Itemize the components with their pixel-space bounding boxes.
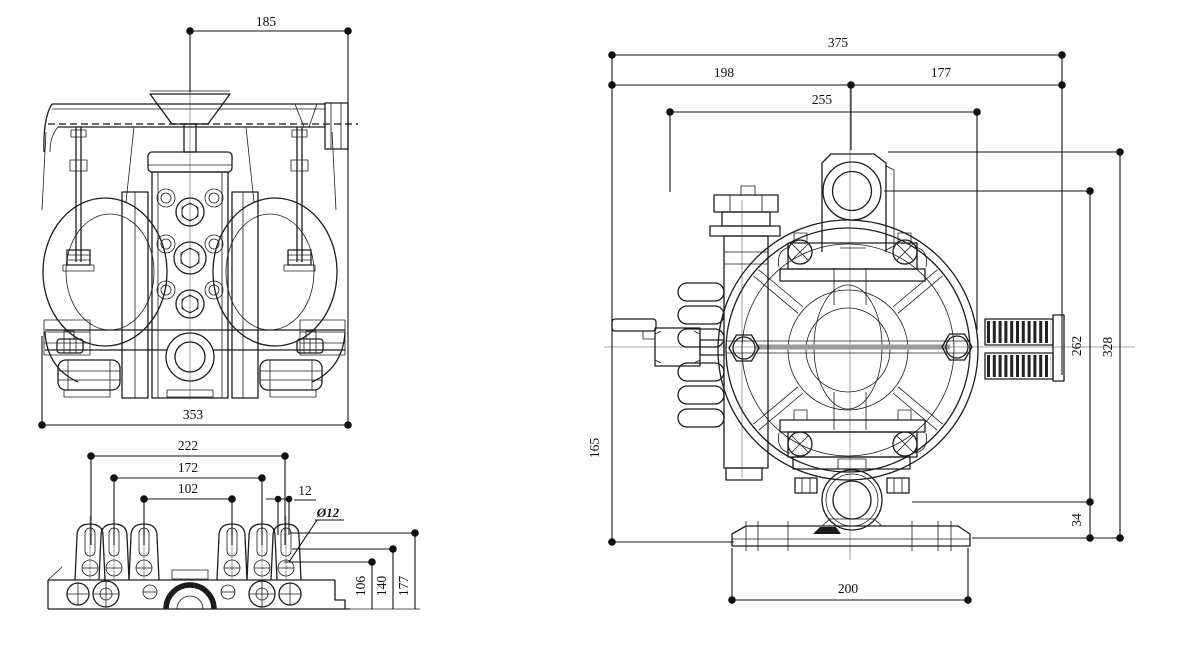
suction-port-boss <box>165 332 215 382</box>
dim-label-106: 106 <box>353 576 368 597</box>
bottom-clamp-band <box>778 409 927 458</box>
dim-label-262: 262 <box>1069 336 1084 356</box>
discharge-manifold <box>43 102 358 153</box>
tie-rod-left <box>62 127 95 272</box>
dim-label-222: 222 <box>178 438 198 453</box>
center-valve-column <box>147 151 233 399</box>
dim-label-dia12: Ø12 <box>316 505 340 520</box>
pump-casing <box>717 219 979 481</box>
tie-rod-right <box>283 127 316 272</box>
suction-port <box>792 456 911 531</box>
dim-label-34: 34 <box>1069 513 1084 527</box>
center-arch <box>163 582 217 610</box>
mounting-feet <box>57 359 323 398</box>
ball-valve <box>611 318 725 367</box>
dim-label-200: 200 <box>838 581 859 596</box>
dim-label-255: 255 <box>812 92 833 107</box>
side-view-dimensions: 375 198 177 255 262 328 34 165 <box>587 35 1124 604</box>
front-view-dimensions: 185 353 <box>38 14 352 429</box>
base-rail <box>47 566 420 610</box>
hex-bolt-right <box>941 333 973 361</box>
hex-bolt-left <box>728 334 760 362</box>
top-clamp-band <box>778 232 927 282</box>
dim-label-177-side: 177 <box>931 65 952 80</box>
air-valve-assembly <box>611 185 781 481</box>
plan-view-dimensions: 222 172 102 12 Ø12 106 140 177 <box>87 438 419 609</box>
dim-label-185: 185 <box>256 14 277 29</box>
discharge-port <box>821 153 895 252</box>
side-flange-plates <box>121 191 259 399</box>
dim-label-198: 198 <box>714 65 735 80</box>
threaded-connector <box>984 314 1065 382</box>
discharge-flange <box>324 102 349 150</box>
base-plate <box>731 518 971 551</box>
plan-view: 222 172 102 12 Ø12 106 140 177 <box>47 438 420 610</box>
dim-label-172: 172 <box>178 460 198 475</box>
dim-label-165: 165 <box>587 438 602 459</box>
dim-label-353: 353 <box>183 407 204 422</box>
side-view: 375 198 177 255 262 328 34 165 <box>587 35 1135 604</box>
suction-manifold <box>43 319 346 383</box>
dim-label-375: 375 <box>828 35 849 50</box>
muffler-fins <box>677 282 725 428</box>
dim-label-328: 328 <box>1100 337 1115 358</box>
dim-label-140: 140 <box>374 576 389 597</box>
front-view: 185 353 <box>38 14 358 429</box>
dim-label-12: 12 <box>298 483 312 498</box>
dim-label-177-plan: 177 <box>396 576 411 597</box>
base-wedge <box>813 527 841 534</box>
upper-body-wings <box>41 126 337 211</box>
dim-label-102: 102 <box>178 481 198 496</box>
